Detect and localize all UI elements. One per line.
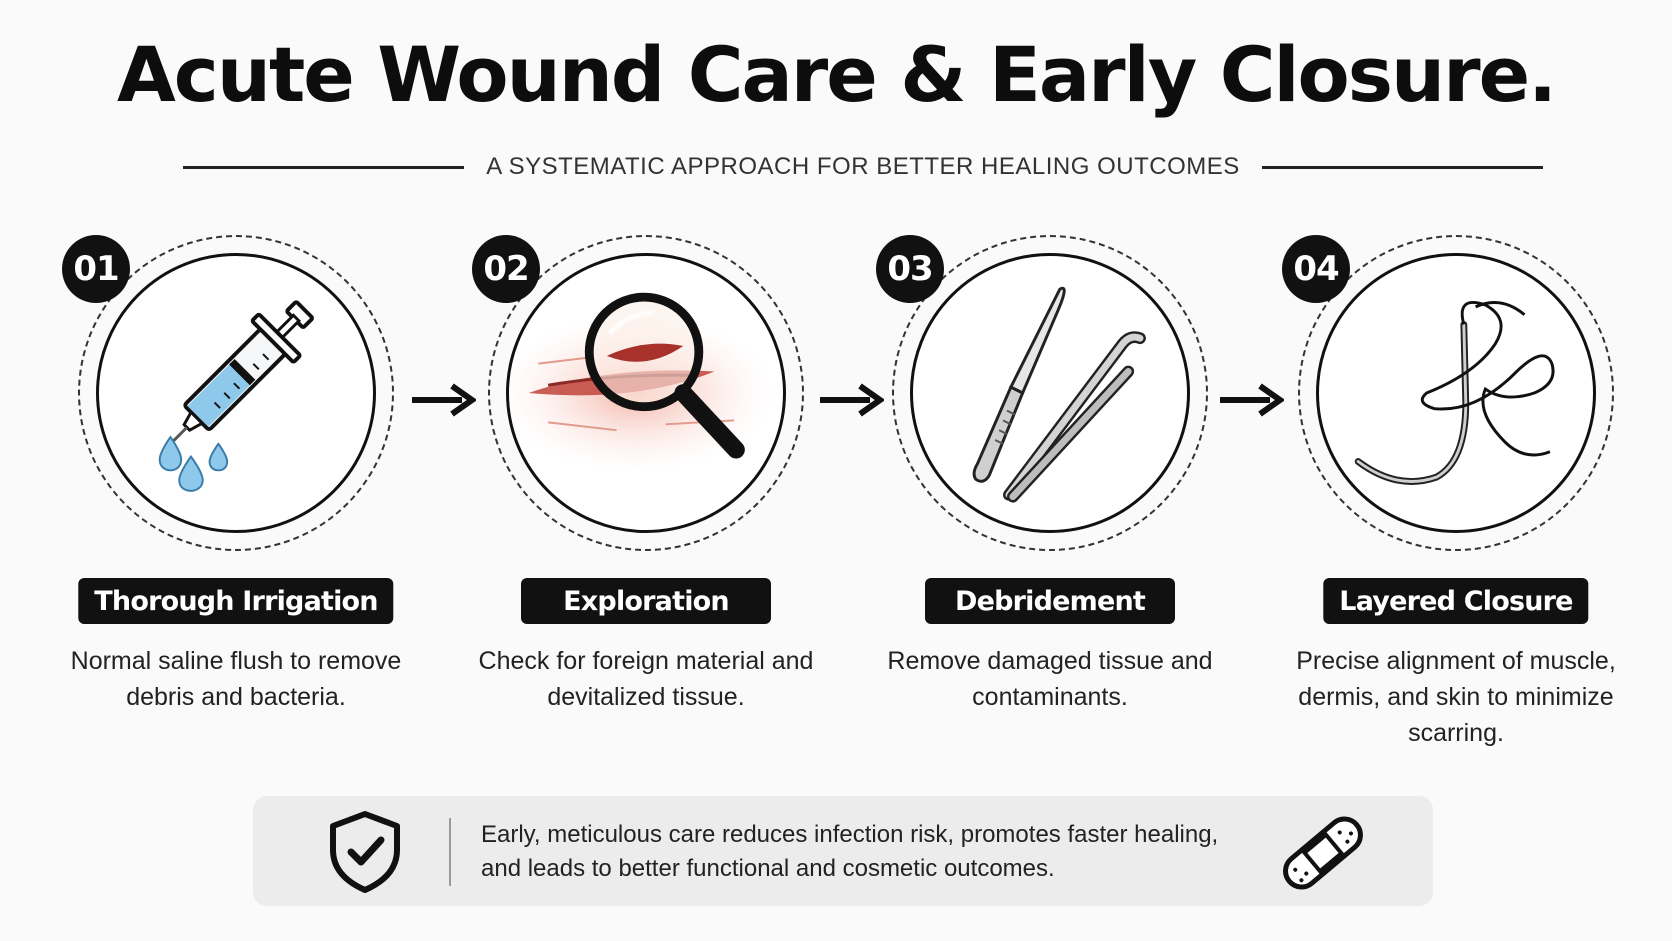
- syringe-icon: [158, 300, 314, 492]
- step-1-description: Normal saline flush to remove debris and…: [70, 647, 402, 711]
- right-rule: [1261, 165, 1543, 169]
- magnifying-glass-icon: [509, 292, 774, 472]
- step-3-description: Remove damaged tissue and contaminants.: [887, 647, 1213, 711]
- step-2-dashed-ring: [488, 235, 804, 551]
- step-1-dashed-ring: [78, 235, 394, 551]
- step-2: 02 Exploration Check for foreign materia…: [472, 235, 816, 755]
- step-1: 01 Thorough Irrigation Normal saline flu…: [62, 235, 406, 755]
- arrow-icon: [412, 383, 476, 417]
- step-3-circle: [910, 253, 1190, 533]
- arrow-icon: [820, 383, 884, 417]
- step-1-label: Thorough Irrigation: [78, 578, 394, 624]
- step-2-description: Check for foreign material and devitaliz…: [478, 647, 814, 711]
- step-4-dashed-ring: [1298, 235, 1614, 551]
- step-2-label: Exploration: [521, 578, 771, 624]
- scalpel-forceps-icon: [972, 286, 1146, 503]
- step-1-number-badge: 01: [62, 235, 130, 303]
- step-2-number-badge: 02: [472, 235, 540, 303]
- shield-check-icon: [330, 811, 400, 893]
- suture-needle-icon: [1354, 301, 1555, 485]
- forceps-icon: [1003, 331, 1146, 503]
- step-1-circle: [96, 253, 376, 533]
- step-4-circle: [1316, 253, 1596, 533]
- bandage-icon: [1283, 816, 1363, 890]
- step-4-description: Precise alignment of muscle, dermis, and…: [1296, 647, 1616, 747]
- step-3-dashed-ring: [892, 235, 1208, 551]
- summary-divider: [449, 818, 451, 886]
- step-3-number-badge: 03: [876, 235, 944, 303]
- summary-panel: Early, meticulous care reduces infection…: [253, 796, 1433, 906]
- step-4-label: Layered Closure: [1323, 578, 1589, 624]
- left-rule: [183, 165, 465, 169]
- step-3: 03 Debridement Remove damaged tissue and…: [876, 235, 1220, 755]
- step-3-label: Debridement: [925, 578, 1175, 624]
- scalpel-icon: [972, 286, 1066, 483]
- step-4-number-badge: 04: [1282, 235, 1350, 303]
- arrow-icon: [1220, 383, 1284, 417]
- summary-text: Early, meticulous care reduces infection…: [481, 821, 1219, 882]
- step-2-circle: [506, 253, 786, 533]
- subtitle-row: A SYSTEMATIC APPROACH FOR BETTER HEALING…: [183, 150, 1543, 184]
- page-subtitle: A SYSTEMATIC APPROACH FOR BETTER HEALING…: [486, 153, 1240, 180]
- page-title: Acute Wound Care & Early Closure.: [116, 30, 1557, 119]
- step-4: 04 Layered Closure Precise alignment of …: [1282, 235, 1626, 755]
